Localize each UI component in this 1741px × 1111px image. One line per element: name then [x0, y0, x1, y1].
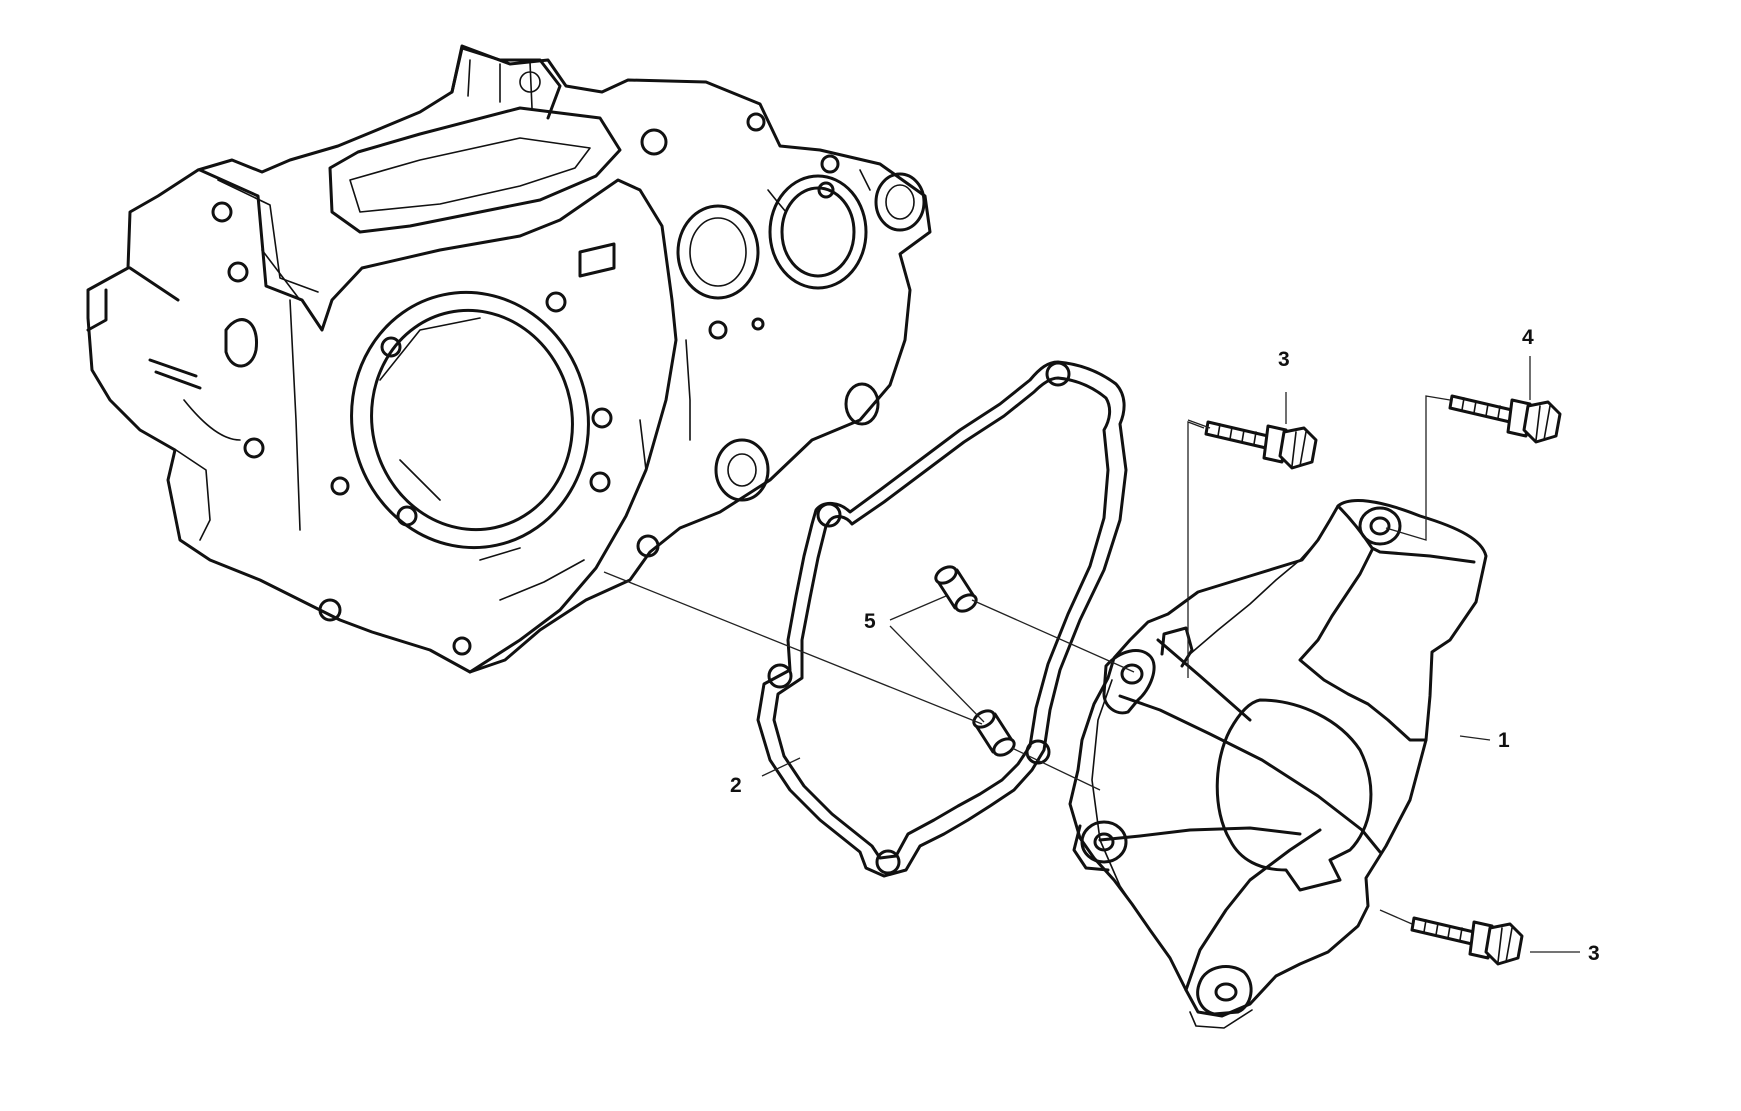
crankcase	[86, 44, 932, 674]
callout-3-bottom: 3	[1588, 942, 1600, 965]
bolt-4	[1448, 394, 1562, 444]
dowel-pin-bottom	[972, 709, 1016, 757]
bolt-3-top	[1204, 420, 1318, 470]
bolt-3-bottom	[1410, 916, 1524, 966]
assembly-lines	[603, 356, 1580, 953]
cover	[1068, 499, 1488, 1029]
callouts: 1 2 3 3 4 5	[730, 326, 1600, 965]
callout-5: 5	[864, 610, 876, 633]
callout-4: 4	[1522, 326, 1534, 349]
dowel-pin-top	[934, 565, 978, 613]
callout-1: 1	[1498, 729, 1510, 752]
callout-2: 2	[730, 774, 742, 797]
callout-3-top: 3	[1278, 348, 1290, 371]
gasket	[756, 360, 1128, 878]
